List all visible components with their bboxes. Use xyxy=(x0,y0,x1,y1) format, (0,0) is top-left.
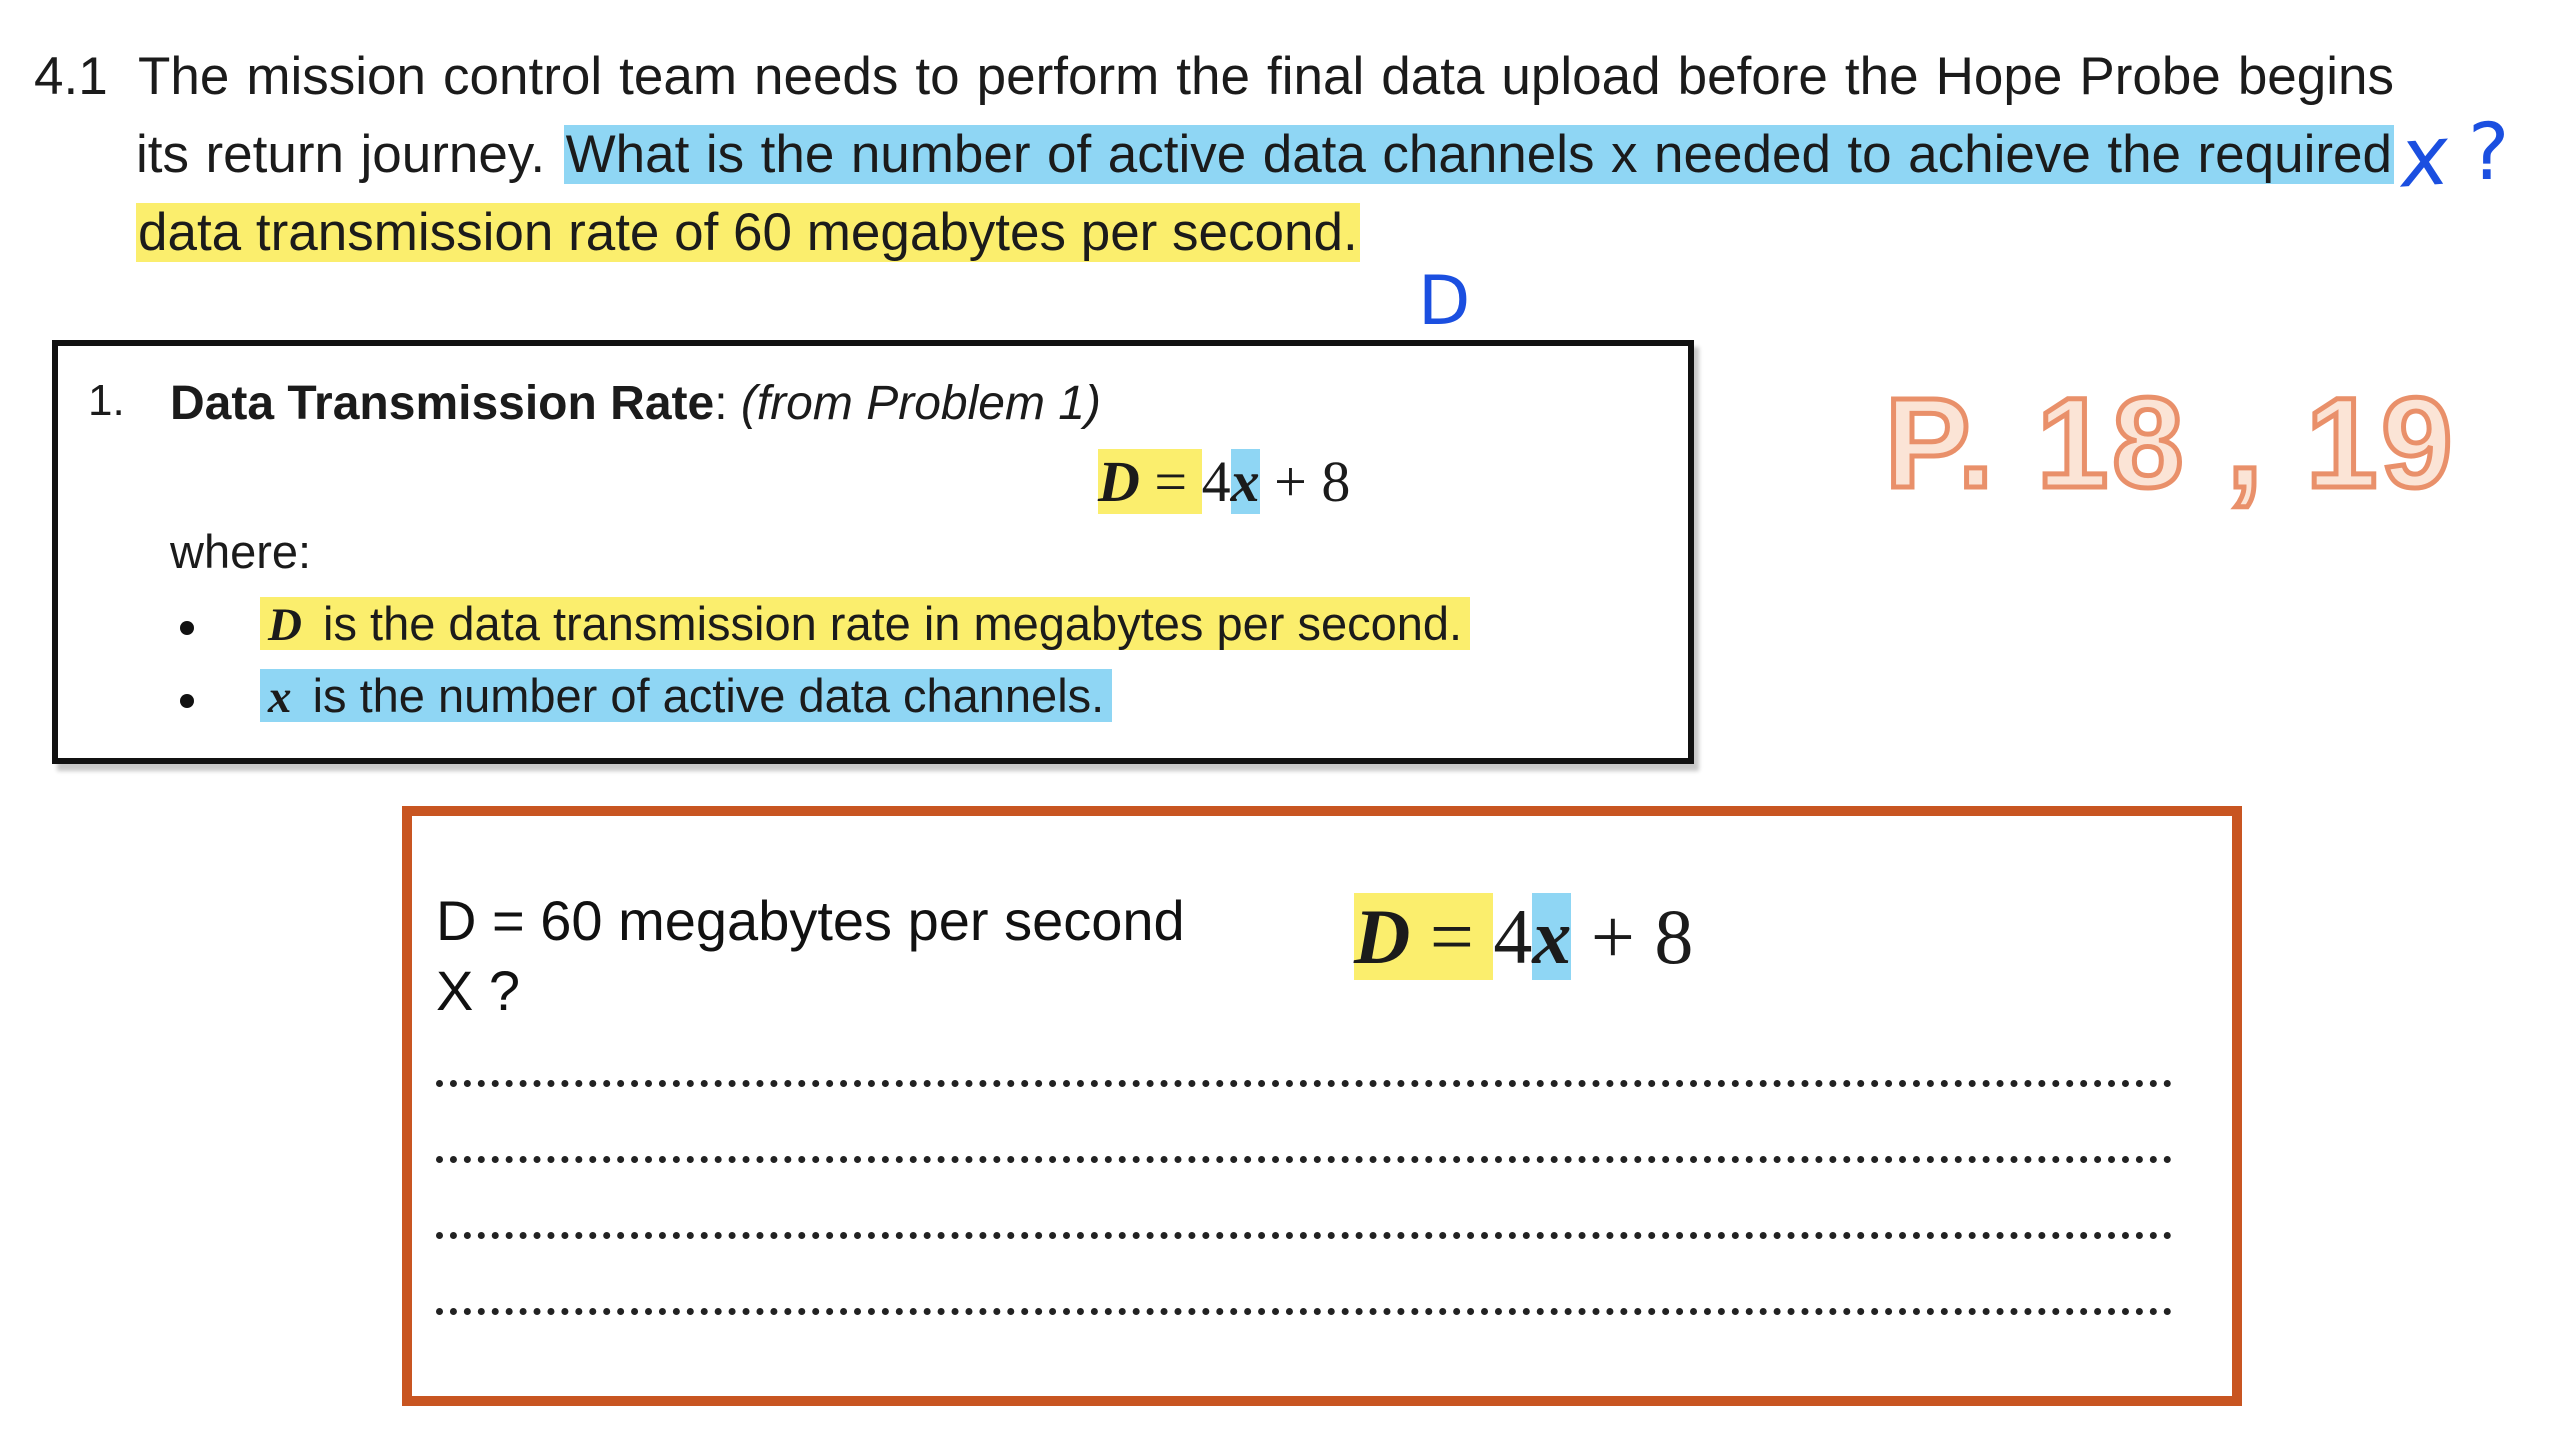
eq-equals: = xyxy=(1410,893,1494,980)
handwritten-x-annotation: x xyxy=(2396,108,2452,207)
definition-box: 1. Data Transmission Rate: (from Problem… xyxy=(52,340,1694,764)
eq-rest: + 8 xyxy=(1590,893,1694,980)
answer-equation: D = 4x + 8 xyxy=(1354,892,1693,982)
bullet-item-x: x is the number of active data channels. xyxy=(260,664,1113,729)
eq-equals: = xyxy=(1139,449,1202,514)
bullet-item-d: D is the data transmission rate in megab… xyxy=(260,592,1471,657)
answer-writing-line[interactable] xyxy=(436,1156,2172,1163)
bullet-text: is the data transmission rate in megabyt… xyxy=(323,597,1463,650)
eq-lhs: D xyxy=(1098,449,1140,514)
question-text-plain: The mission control team needs to perfor… xyxy=(136,47,2394,184)
eq-rest: + 8 xyxy=(1274,449,1351,514)
definition-number: 1. xyxy=(88,376,125,425)
eq-lhs: D xyxy=(1354,893,1411,980)
eq-var: x xyxy=(1532,893,1572,980)
handwritten-d-annotation: D xyxy=(1418,262,1471,341)
bullet-dot xyxy=(180,621,194,635)
bullet-dot xyxy=(180,694,194,708)
answer-unknown-x: X ? xyxy=(436,959,521,1022)
answer-box: D = 60 megabytes per second X ? D = 4x +… xyxy=(402,806,2242,1406)
eq-coef: 4 xyxy=(1201,449,1231,514)
answer-writing-line[interactable] xyxy=(436,1308,2172,1315)
where-label: where: xyxy=(170,525,312,578)
question-text: The mission control team needs to perfor… xyxy=(136,38,2394,272)
question-block: 4.1 The mission control team needs to pe… xyxy=(34,38,2394,272)
definition-title-suffix: (from Problem 1) xyxy=(740,377,1101,430)
definition-equation: D = 4x + 8 xyxy=(1098,448,1350,515)
bullet-var: D xyxy=(268,599,302,651)
definition-title: Data Transmission Rate xyxy=(170,377,715,430)
eq-var: x xyxy=(1230,449,1260,514)
question-text-highlight-blue: What is the number of active data channe… xyxy=(563,125,2394,184)
page-reference-annotation: P. 18 , 19 xyxy=(1882,370,2457,518)
bullet-text: is the number of active data channels. xyxy=(312,669,1105,722)
definition-title-row: Data Transmission Rate: (from Problem 1) xyxy=(170,377,1101,430)
answer-writing-line[interactable] xyxy=(436,1080,2172,1087)
question-number: 4.1 xyxy=(34,47,108,106)
bullet-var: x xyxy=(268,671,292,723)
eq-coef: 4 xyxy=(1493,893,1533,980)
answer-given-d: D = 60 megabytes per second xyxy=(436,889,1185,952)
handwritten-question-mark: ? xyxy=(2468,108,2510,198)
question-text-highlight-yellow: data transmission rate of 60 megabytes p… xyxy=(136,203,1360,262)
answer-writing-line[interactable] xyxy=(436,1232,2172,1239)
